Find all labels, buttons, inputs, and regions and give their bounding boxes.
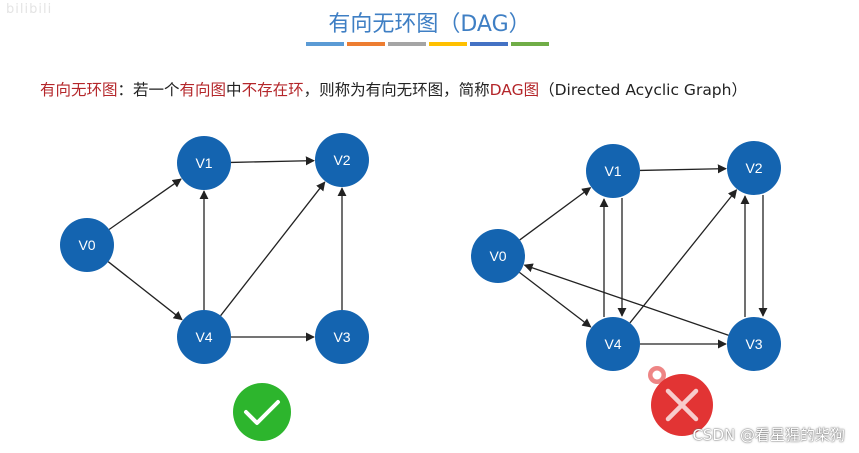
definition-colon: ：若一个 <box>117 81 180 99</box>
node-v0: V0 <box>60 218 114 272</box>
color-bar-segment <box>306 42 344 46</box>
edge-v1-v2 <box>639 164 727 174</box>
node-label: V0 <box>78 237 95 253</box>
node-label: V0 <box>489 248 506 264</box>
node-v1: V1 <box>177 136 231 190</box>
definition-directed-graph: 有向图 <box>179 81 227 99</box>
color-bar-segment <box>388 42 426 46</box>
color-bar-segment <box>511 42 549 46</box>
edge-v0-v4 <box>519 271 592 328</box>
node-v3: V3 <box>727 317 781 371</box>
node-label: V4 <box>604 336 621 352</box>
node-label: V1 <box>195 155 212 171</box>
node-label: V3 <box>333 329 350 345</box>
csdn-watermark: CSDN @看星猩的柴狗 <box>692 426 845 444</box>
definition-mid: 中 <box>226 81 242 99</box>
node-v2: V2 <box>727 141 781 195</box>
definition-text: 有向无环图：若一个有向图中不存在环，则称为有向无环图，简称DAG图（Direct… <box>40 78 747 100</box>
node-label: V4 <box>195 329 212 345</box>
color-bar-segment <box>347 42 385 46</box>
check-icon <box>233 383 291 441</box>
edge-v0-v1 <box>519 187 592 241</box>
corner-watermark: bilibili <box>6 2 53 17</box>
color-bar-segment <box>470 42 508 46</box>
definition-abbr: DAG图 <box>489 81 540 99</box>
edge-v3-v0 <box>523 263 729 336</box>
node-label: V2 <box>333 152 350 168</box>
node-v3: V3 <box>315 310 369 364</box>
edge-v4-v2 <box>629 189 738 324</box>
page-title: 有向无环图（DAG） <box>328 12 531 37</box>
node-v4: V4 <box>177 310 231 364</box>
node-v4: V4 <box>586 317 640 371</box>
node-v1: V1 <box>586 144 640 198</box>
left-graph-edges <box>107 156 347 342</box>
edge-v4-v2 <box>220 181 326 317</box>
edge-v0-v1 <box>108 178 182 231</box>
definition-term: 有向无环图 <box>40 81 118 99</box>
definition-english: （Directed Acyclic Graph） <box>539 81 747 99</box>
edge-v0-v4 <box>107 261 183 321</box>
definition-no-cycle: 不存在环 <box>241 81 304 99</box>
node-label: V3 <box>745 336 762 352</box>
edge-v1-v2 <box>230 156 315 166</box>
right-graph-edges <box>519 164 768 349</box>
definition-rest: ，则称为有向无环图，简称 <box>303 81 490 99</box>
node-v2: V2 <box>315 133 369 187</box>
node-v0: V0 <box>471 229 525 283</box>
cross-icon <box>648 366 713 436</box>
color-bar-segment <box>429 42 467 46</box>
node-label: V1 <box>604 163 621 179</box>
node-label: V2 <box>745 160 762 176</box>
